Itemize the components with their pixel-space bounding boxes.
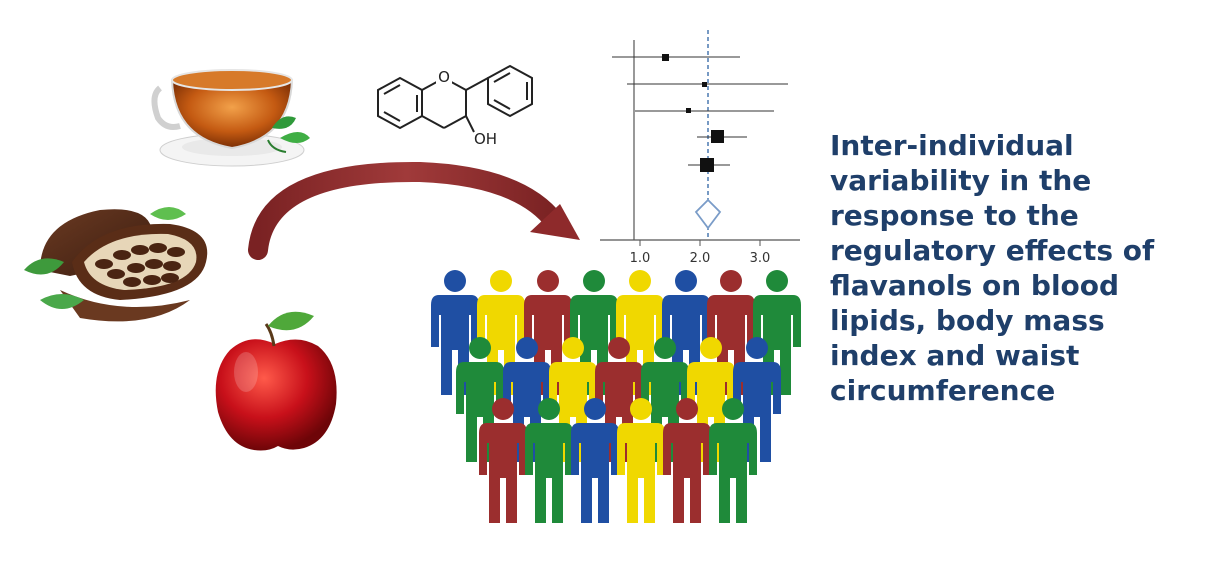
forest-plot-tick-label: 1.0	[630, 251, 651, 266]
apple-icon	[215, 311, 337, 451]
person-figure	[479, 398, 527, 523]
headline-line: Inter-individual	[830, 129, 1074, 162]
forest-plot-tick-label: 3.0	[750, 251, 771, 266]
person-figure	[571, 398, 619, 523]
person-figure	[709, 398, 757, 523]
people-crowd-icon	[431, 270, 801, 523]
headline-line: regulatory effects of	[830, 234, 1155, 267]
headline-line: index and waist	[830, 339, 1080, 372]
study-row	[627, 82, 788, 87]
flavanol-structure-icon	[377, 64, 533, 133]
headline-line: circumference	[830, 374, 1056, 407]
tea-cup-icon	[151, 69, 310, 167]
study-row	[635, 108, 774, 113]
person-figure	[525, 398, 573, 523]
headline-line: variability in the	[830, 164, 1092, 197]
curved-arrow-icon	[248, 161, 580, 260]
headline-line: lipids, body mass	[830, 304, 1105, 337]
headline-text: Inter-individual variability in the resp…	[830, 128, 1200, 408]
headline-line: flavanols on blood	[830, 269, 1120, 302]
person-figure	[617, 398, 665, 523]
ring-oxygen-label: O	[438, 68, 450, 86]
forest-plot-tick-label: 2.0	[690, 251, 711, 266]
cocoa-pod-icon	[24, 207, 208, 322]
study-row	[697, 130, 747, 143]
headline-line: response to the	[830, 199, 1079, 232]
forest-plot-icon	[600, 30, 800, 246]
study-row	[688, 158, 730, 172]
person-figure	[663, 398, 711, 523]
hydroxyl-label: OH	[474, 130, 497, 148]
pooled-estimate-diamond	[694, 198, 722, 230]
study-row	[612, 54, 740, 61]
